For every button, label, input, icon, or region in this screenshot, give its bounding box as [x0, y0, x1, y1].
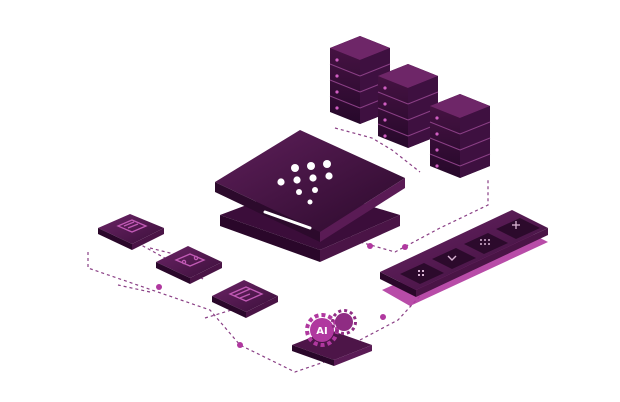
document-icon	[116, 219, 148, 233]
app-panel	[380, 210, 548, 306]
ai-label: AI	[316, 326, 327, 337]
chevron-down-icon	[447, 255, 457, 261]
shopping-tile	[156, 246, 222, 284]
dot-grid-tile[interactable]	[464, 233, 508, 254]
ai-gears-icon: AI	[305, 309, 357, 347]
cart-icon	[174, 253, 206, 267]
plus-tile[interactable]	[496, 218, 540, 239]
app-panel-buttons	[400, 218, 540, 284]
server-stack-3	[429, 94, 491, 178]
grid-icon	[418, 270, 424, 276]
central-hub	[215, 130, 405, 262]
plus-icon	[512, 221, 520, 229]
server-stack-2	[377, 64, 439, 148]
hub-light-bar	[263, 210, 312, 230]
dot-matrix-logo	[277, 160, 333, 205]
ai-gears-tile: AI	[292, 309, 372, 366]
browser-window-icon	[228, 286, 264, 302]
document-tile	[98, 214, 164, 250]
browser-tile	[212, 280, 278, 318]
dot-grid-icon	[480, 239, 490, 245]
chevron-tile[interactable]	[432, 248, 476, 269]
grid-icon-tile[interactable]	[400, 263, 444, 284]
